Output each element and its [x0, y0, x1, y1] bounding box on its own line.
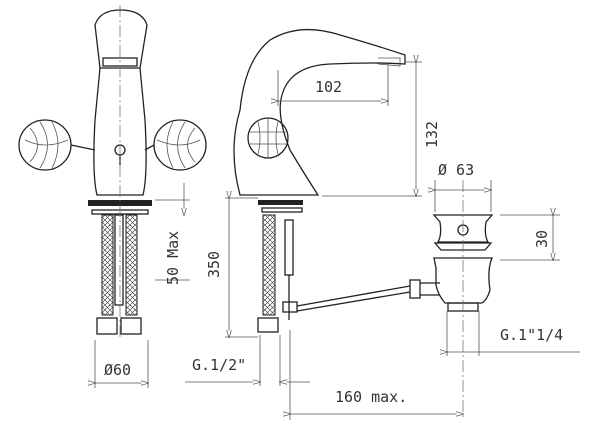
waste-rod-nut: [409, 279, 421, 299]
dim-drain-height: 30: [533, 230, 551, 248]
lever-handle: [94, 9, 148, 69]
waste-flange: [432, 214, 494, 243]
side-hose-nut: [257, 317, 279, 333]
side-hose: [262, 214, 276, 316]
dim-rod-distance: 160 max.: [335, 388, 407, 406]
side-view: 102 132 350 G.1/2" 160 max.: [185, 28, 463, 420]
popup-rod-vertical: [284, 219, 294, 276]
left-handle-icon: [18, 119, 96, 171]
hose-left: [101, 214, 114, 316]
dim-spout-reach: 102: [315, 78, 342, 96]
side-handle-icon: [247, 117, 289, 159]
dim-drain-diameter: Ø 63: [438, 161, 474, 179]
dim-hose-length: 350: [205, 251, 223, 278]
right-handle-icon: [144, 119, 207, 171]
waste-body: [433, 257, 493, 304]
hose-nut-left: [96, 317, 118, 335]
popup-linkage-rod: [296, 285, 411, 312]
dim-base-diameter: Ø60: [104, 361, 131, 379]
front-view: Ø60 50 Max: [18, 5, 207, 388]
deck-washer: [88, 200, 152, 206]
dim-hose-thread: G.1/2": [192, 356, 246, 374]
hose-nut-right: [120, 317, 142, 335]
popup-waste-view: Ø 63 30 G.1"1/4: [409, 161, 580, 420]
dim-spout-height: 132: [423, 121, 441, 148]
dim-deck-thickness: 50 Max: [164, 231, 182, 285]
spout-body: [233, 28, 406, 196]
dim-drain-thread: G.1"1/4: [500, 326, 563, 344]
hose-right: [125, 214, 138, 316]
